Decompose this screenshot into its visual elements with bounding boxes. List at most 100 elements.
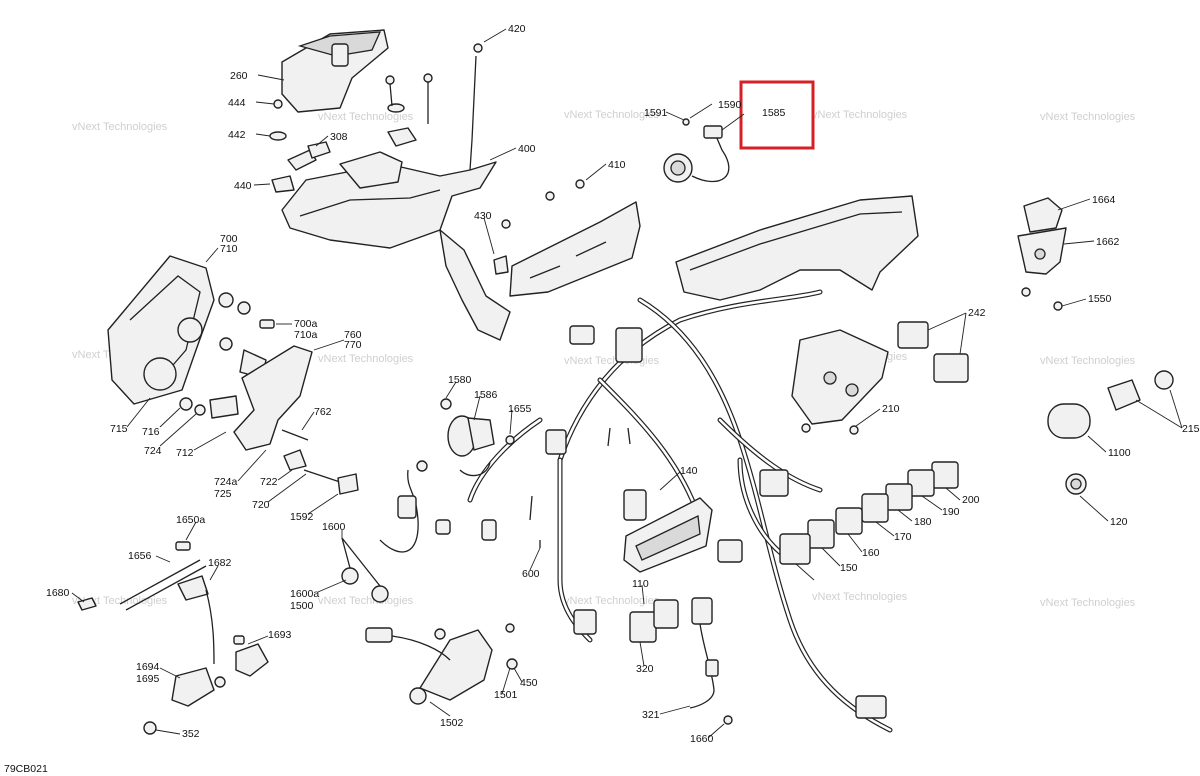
- sensor-bracket-1660: [1017, 197, 1067, 311]
- upper-cover-assembly: [269, 29, 511, 341]
- callout-label: 410: [608, 159, 626, 171]
- callout-label: 724: [144, 445, 162, 457]
- callout-label: 444: [228, 97, 246, 109]
- watermark: vNext Technologies: [564, 355, 660, 367]
- callout-label: 1502: [440, 717, 464, 729]
- watermark: vNext Technologies: [1040, 597, 1136, 609]
- callout-label: 710a: [294, 329, 318, 341]
- callout-label: 1600: [322, 521, 346, 533]
- highlight-box: [739, 80, 815, 150]
- callout-label: 724a: [214, 476, 238, 488]
- leader-lines: [71, 28, 1183, 739]
- relay-plate-1550: [791, 321, 969, 435]
- callout-label: 700a: [294, 318, 318, 330]
- callout-label: 760: [344, 329, 362, 341]
- callout-label: 1680: [46, 587, 70, 599]
- diagram-code: 79CB021: [4, 763, 48, 775]
- callout-label: 1662: [1096, 236, 1120, 248]
- callout-label: 321: [642, 709, 660, 721]
- callout-label: 722: [260, 476, 278, 488]
- watermark: vNext Technologies: [318, 595, 414, 607]
- callout-label: 1693: [268, 629, 292, 641]
- callout-label: 1100: [1108, 447, 1131, 459]
- callout-label: 700: [220, 233, 238, 245]
- callout-label: 200: [962, 494, 980, 506]
- callout-label: 1650a: [176, 514, 205, 526]
- callout-label: 725: [214, 488, 232, 500]
- watermark: vNext Technologies: [564, 595, 660, 607]
- callout-label: 170: [894, 531, 912, 543]
- watermarks: vNext Technologies vNext Technologies vN…: [72, 109, 1136, 609]
- callout-label: 320: [636, 663, 654, 675]
- callout-label: 450: [520, 677, 538, 689]
- callout-label: 1694: [136, 661, 160, 673]
- callout-label: 352: [182, 728, 200, 740]
- callout-label: 720: [252, 499, 270, 511]
- callout-label: 770: [344, 339, 362, 351]
- callout-label: 1586: [474, 389, 498, 401]
- callout-label: 400: [518, 143, 536, 155]
- watermark: vNext Technologies: [318, 111, 414, 123]
- watermark: vNext Technologies: [564, 109, 660, 121]
- harness-320-group: [573, 597, 733, 725]
- callout-label: 120: [1110, 516, 1128, 528]
- main-wiring-harness: [467, 195, 919, 733]
- watermark: vNext Technologies: [812, 591, 908, 603]
- callout-label: 420: [508, 23, 526, 35]
- connector-blocks: [779, 461, 959, 565]
- callout-label: 242: [968, 307, 986, 319]
- callout-label: 308: [330, 131, 348, 143]
- callout-label: 215: [1182, 423, 1200, 435]
- horn-1580: [435, 398, 515, 541]
- callout-label: 160: [862, 547, 880, 559]
- speed-sensor-1590: [663, 118, 730, 183]
- callout-label: 1501: [494, 689, 518, 701]
- callout-label: 716: [142, 426, 160, 438]
- watermark: vNext Technologies: [318, 353, 414, 365]
- callout-label: 430: [474, 210, 492, 222]
- callout-label: 1660: [690, 733, 714, 745]
- switches-210-215-1100: [1047, 370, 1174, 495]
- callout-label: 712: [176, 447, 194, 459]
- callout-label: 1590: [718, 99, 742, 111]
- display-cluster-600: [623, 489, 713, 573]
- callout-label: 715: [110, 423, 128, 435]
- actuator-1500: [365, 623, 518, 705]
- callout-label-highlighted: 1585: [762, 107, 786, 119]
- gearbox-cover: [107, 255, 359, 495]
- callout-label: 210: [882, 403, 900, 415]
- callout-label: 442: [228, 129, 246, 141]
- callout-label: 1600a: [290, 588, 319, 600]
- callout-label: 1656: [128, 550, 152, 562]
- callout-label: 1580: [448, 374, 472, 386]
- callout-label: 1592: [290, 511, 314, 523]
- callout-label: 1500: [290, 600, 314, 612]
- callout-label: 140: [680, 465, 698, 477]
- watermark: vNext Technologies: [1040, 355, 1136, 367]
- watermark: vNext Technologies: [812, 109, 908, 121]
- callout-labels: 420 260 444 442 440 308 400 410 430 700 …: [46, 23, 1200, 745]
- callout-label: 600: [522, 568, 540, 580]
- callout-label: 150: [840, 562, 858, 574]
- watermark: vNext Technologies: [72, 121, 168, 133]
- lower-left-assembly: [77, 541, 269, 735]
- sensor-352-group: [341, 460, 428, 603]
- callout-label: 762: [314, 406, 332, 418]
- callout-label: 1664: [1092, 194, 1116, 206]
- callout-label: 440: [234, 180, 252, 192]
- callout-label: 260: [230, 70, 248, 82]
- callout-label: 110: [632, 578, 649, 590]
- switch-panel: [493, 179, 641, 297]
- callout-label: 1655: [508, 403, 532, 415]
- watermark: vNext Technologies: [72, 595, 168, 607]
- callout-label: 710: [220, 243, 238, 255]
- callout-label: 1550: [1088, 293, 1112, 305]
- callout-label: 1695: [136, 673, 160, 685]
- watermark: vNext Technologies: [1040, 111, 1136, 123]
- callout-label: 180: [914, 516, 932, 528]
- callout-label: 190: [942, 506, 960, 518]
- callout-label: 1591: [644, 107, 668, 119]
- callout-label: 1682: [208, 557, 232, 569]
